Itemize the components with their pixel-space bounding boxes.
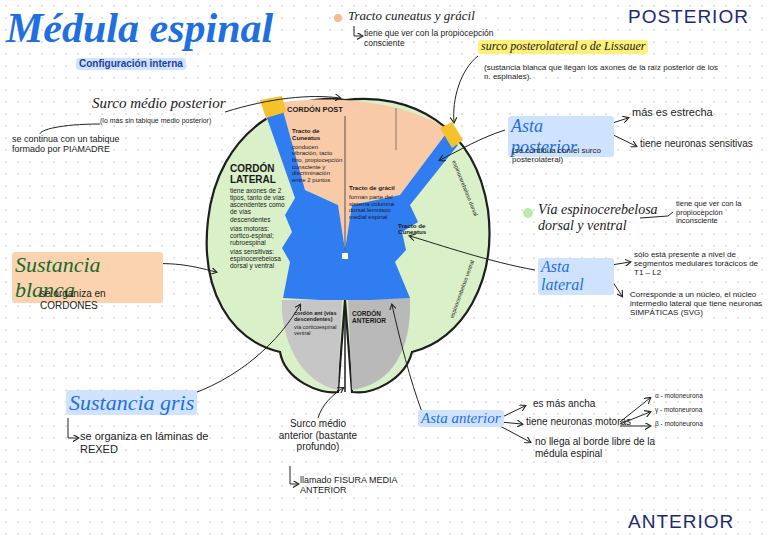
- callout-text: (lo más sin tabique medio posterior): [100, 117, 250, 125]
- region-heading: cordón ant (vías descendentes): [294, 310, 338, 322]
- callout-text: surco posterolateral o de Lissauer: [478, 40, 648, 54]
- region-text: vías sensitivas: espinocerebelosa dorsal…: [230, 248, 290, 269]
- callout-text: tiene que ver con la propiocepción incon…: [676, 200, 764, 226]
- callout-text: es más ancha: [533, 398, 633, 410]
- callout-text: se organiza en láminas de REXED: [80, 430, 220, 455]
- callout-text: tiene neuronas sensitivas: [640, 138, 755, 150]
- funiculus-region: Tracto de Cuneatus: [398, 223, 436, 237]
- callout-text: Vía espinocerebelosa dorsal y ventral: [538, 202, 673, 234]
- region-heading: Tracto de Cuneatus: [398, 223, 436, 237]
- callout-text: más es estrecha: [632, 106, 752, 119]
- region-text: tiene axones de 2 tipos, tanto de vías a…: [230, 187, 290, 223]
- callout-text: γ - motoneurona: [655, 406, 745, 413]
- callout-text: llamado FISURA MEDIA ANTERIOR: [300, 475, 420, 496]
- region-heading: Tracto de grácil: [349, 185, 395, 192]
- funiculus-region: Tracto de grácil forman parte del sistema…: [349, 185, 395, 220]
- region-text: forman parte del sistema columna dorsal …: [349, 194, 395, 220]
- callout-text: ANTERIOR: [628, 511, 760, 533]
- callout-text: Tracto cuneatus y grácil: [348, 9, 518, 24]
- funiculus-region: CORDÓN ANTERIOR: [352, 310, 402, 326]
- region-heading: CORDÓN LATERAL: [230, 163, 290, 185]
- region-heading: CORDÓN POST: [287, 106, 439, 114]
- callout-text: se continua con un tabique formado por P…: [12, 134, 132, 155]
- callout-text: α - motoneurona: [655, 392, 745, 399]
- funiculus-region: CORDÓN LATERALtiene axones de 2 tipos, t…: [230, 163, 290, 272]
- funiculus-region: Tracto de Cuneatus conducen vibración, ta…: [292, 128, 344, 183]
- callout-text: β - motoneurona: [655, 420, 745, 427]
- region-text: conducen vibración, tacto fino, propioce…: [292, 144, 344, 184]
- callout-text: Asta anterior: [418, 410, 504, 427]
- funiculus-region: cordón ant (vías descendentes) vía cortic…: [294, 310, 338, 338]
- region-heading: Tracto de Cuneatus: [292, 128, 344, 142]
- region-heading: CORDÓN ANTERIOR: [352, 310, 402, 324]
- callout-text: (sustancia blanca que llegan los axones …: [484, 63, 724, 81]
- callout-text: Sustancia gris: [66, 390, 197, 415]
- callout-text: Surco médio posterior: [92, 95, 242, 112]
- callout-text: Asta lateral: [538, 258, 614, 295]
- callout-text: (se continúa con el surco posterolateral…: [512, 146, 632, 164]
- diagram-title: Médula espinal: [6, 4, 273, 52]
- callout-text: Surco médio anterior (bastante profundo): [272, 418, 364, 453]
- callout-text: Corresponde a un núcleo, el núcleo inter…: [630, 290, 764, 318]
- region-text: vías motoras: cortico-espinal; rubroespi…: [230, 225, 290, 246]
- callout-text: se organiza en CORDONES: [40, 288, 150, 311]
- callout-text: sólo está presente a nivel de segmentos …: [634, 250, 762, 278]
- callout-text: Configuración interna: [76, 58, 186, 70]
- callout-text: POSTERIOR: [628, 6, 760, 28]
- callout-text: tiene neuronas motoras: [526, 416, 636, 428]
- region-text: vía corticoespinal ventral: [294, 324, 338, 336]
- callout-text: no llega al borde libre de la médula esp…: [535, 436, 685, 459]
- funiculus-region: CORDÓN POST Tracto de Cuneatus conducen vi…: [287, 106, 439, 226]
